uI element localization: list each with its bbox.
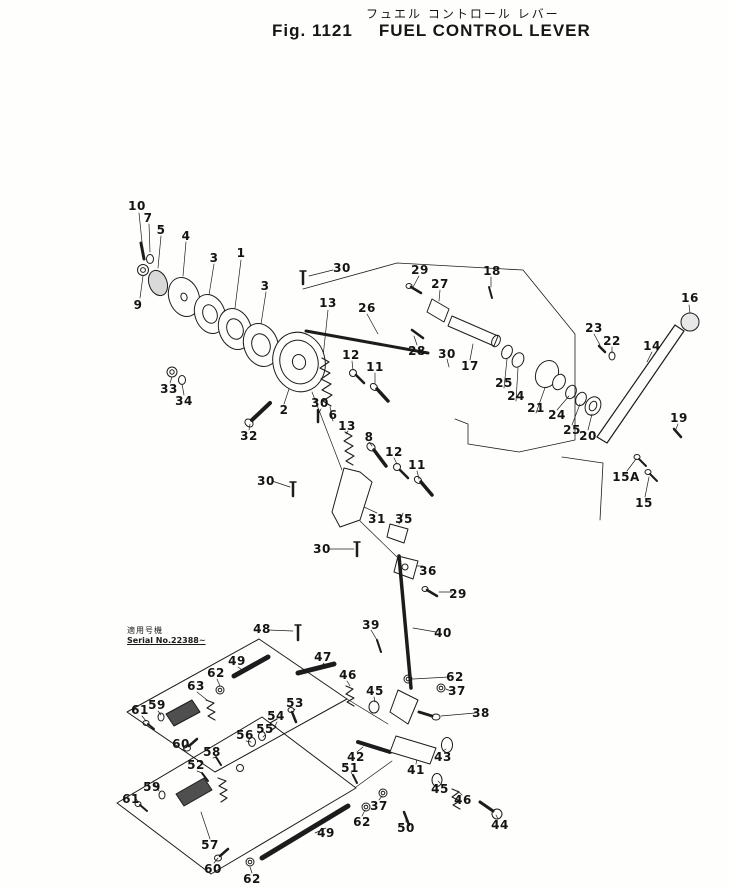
bottom-linkage <box>201 624 503 827</box>
figure-title-english: FUEL CONTROL LEVER <box>378 21 591 40</box>
serial-note-number: Serial No.22388~ <box>127 636 206 645</box>
top-small-parts <box>299 270 493 340</box>
linkage-rod <box>376 554 413 690</box>
shaft-assembly <box>447 315 602 416</box>
lever-hub <box>272 331 326 393</box>
figure-title-japanese: フュエル コントロール レバー <box>366 7 560 21</box>
serial-note-kanji: 適用号機 <box>127 626 163 635</box>
disc-stack <box>137 241 280 367</box>
connector-lines <box>311 391 398 788</box>
figure-number: Fig. 1121 <box>272 21 353 40</box>
center-springs-bolts <box>304 329 434 497</box>
bracket-outline <box>302 262 604 521</box>
left-fasteners <box>166 366 272 428</box>
serial-box-b <box>116 716 357 875</box>
lever-knob <box>680 312 700 332</box>
serial-note: 適用号機 Serial No.22388~ <box>127 626 206 646</box>
control-lever-arm <box>596 312 700 482</box>
serial-box-a <box>126 638 348 773</box>
mid-lever <box>289 467 439 598</box>
figure-title-row: Fig. 1121 FUEL CONTROL LEVER <box>272 21 591 41</box>
